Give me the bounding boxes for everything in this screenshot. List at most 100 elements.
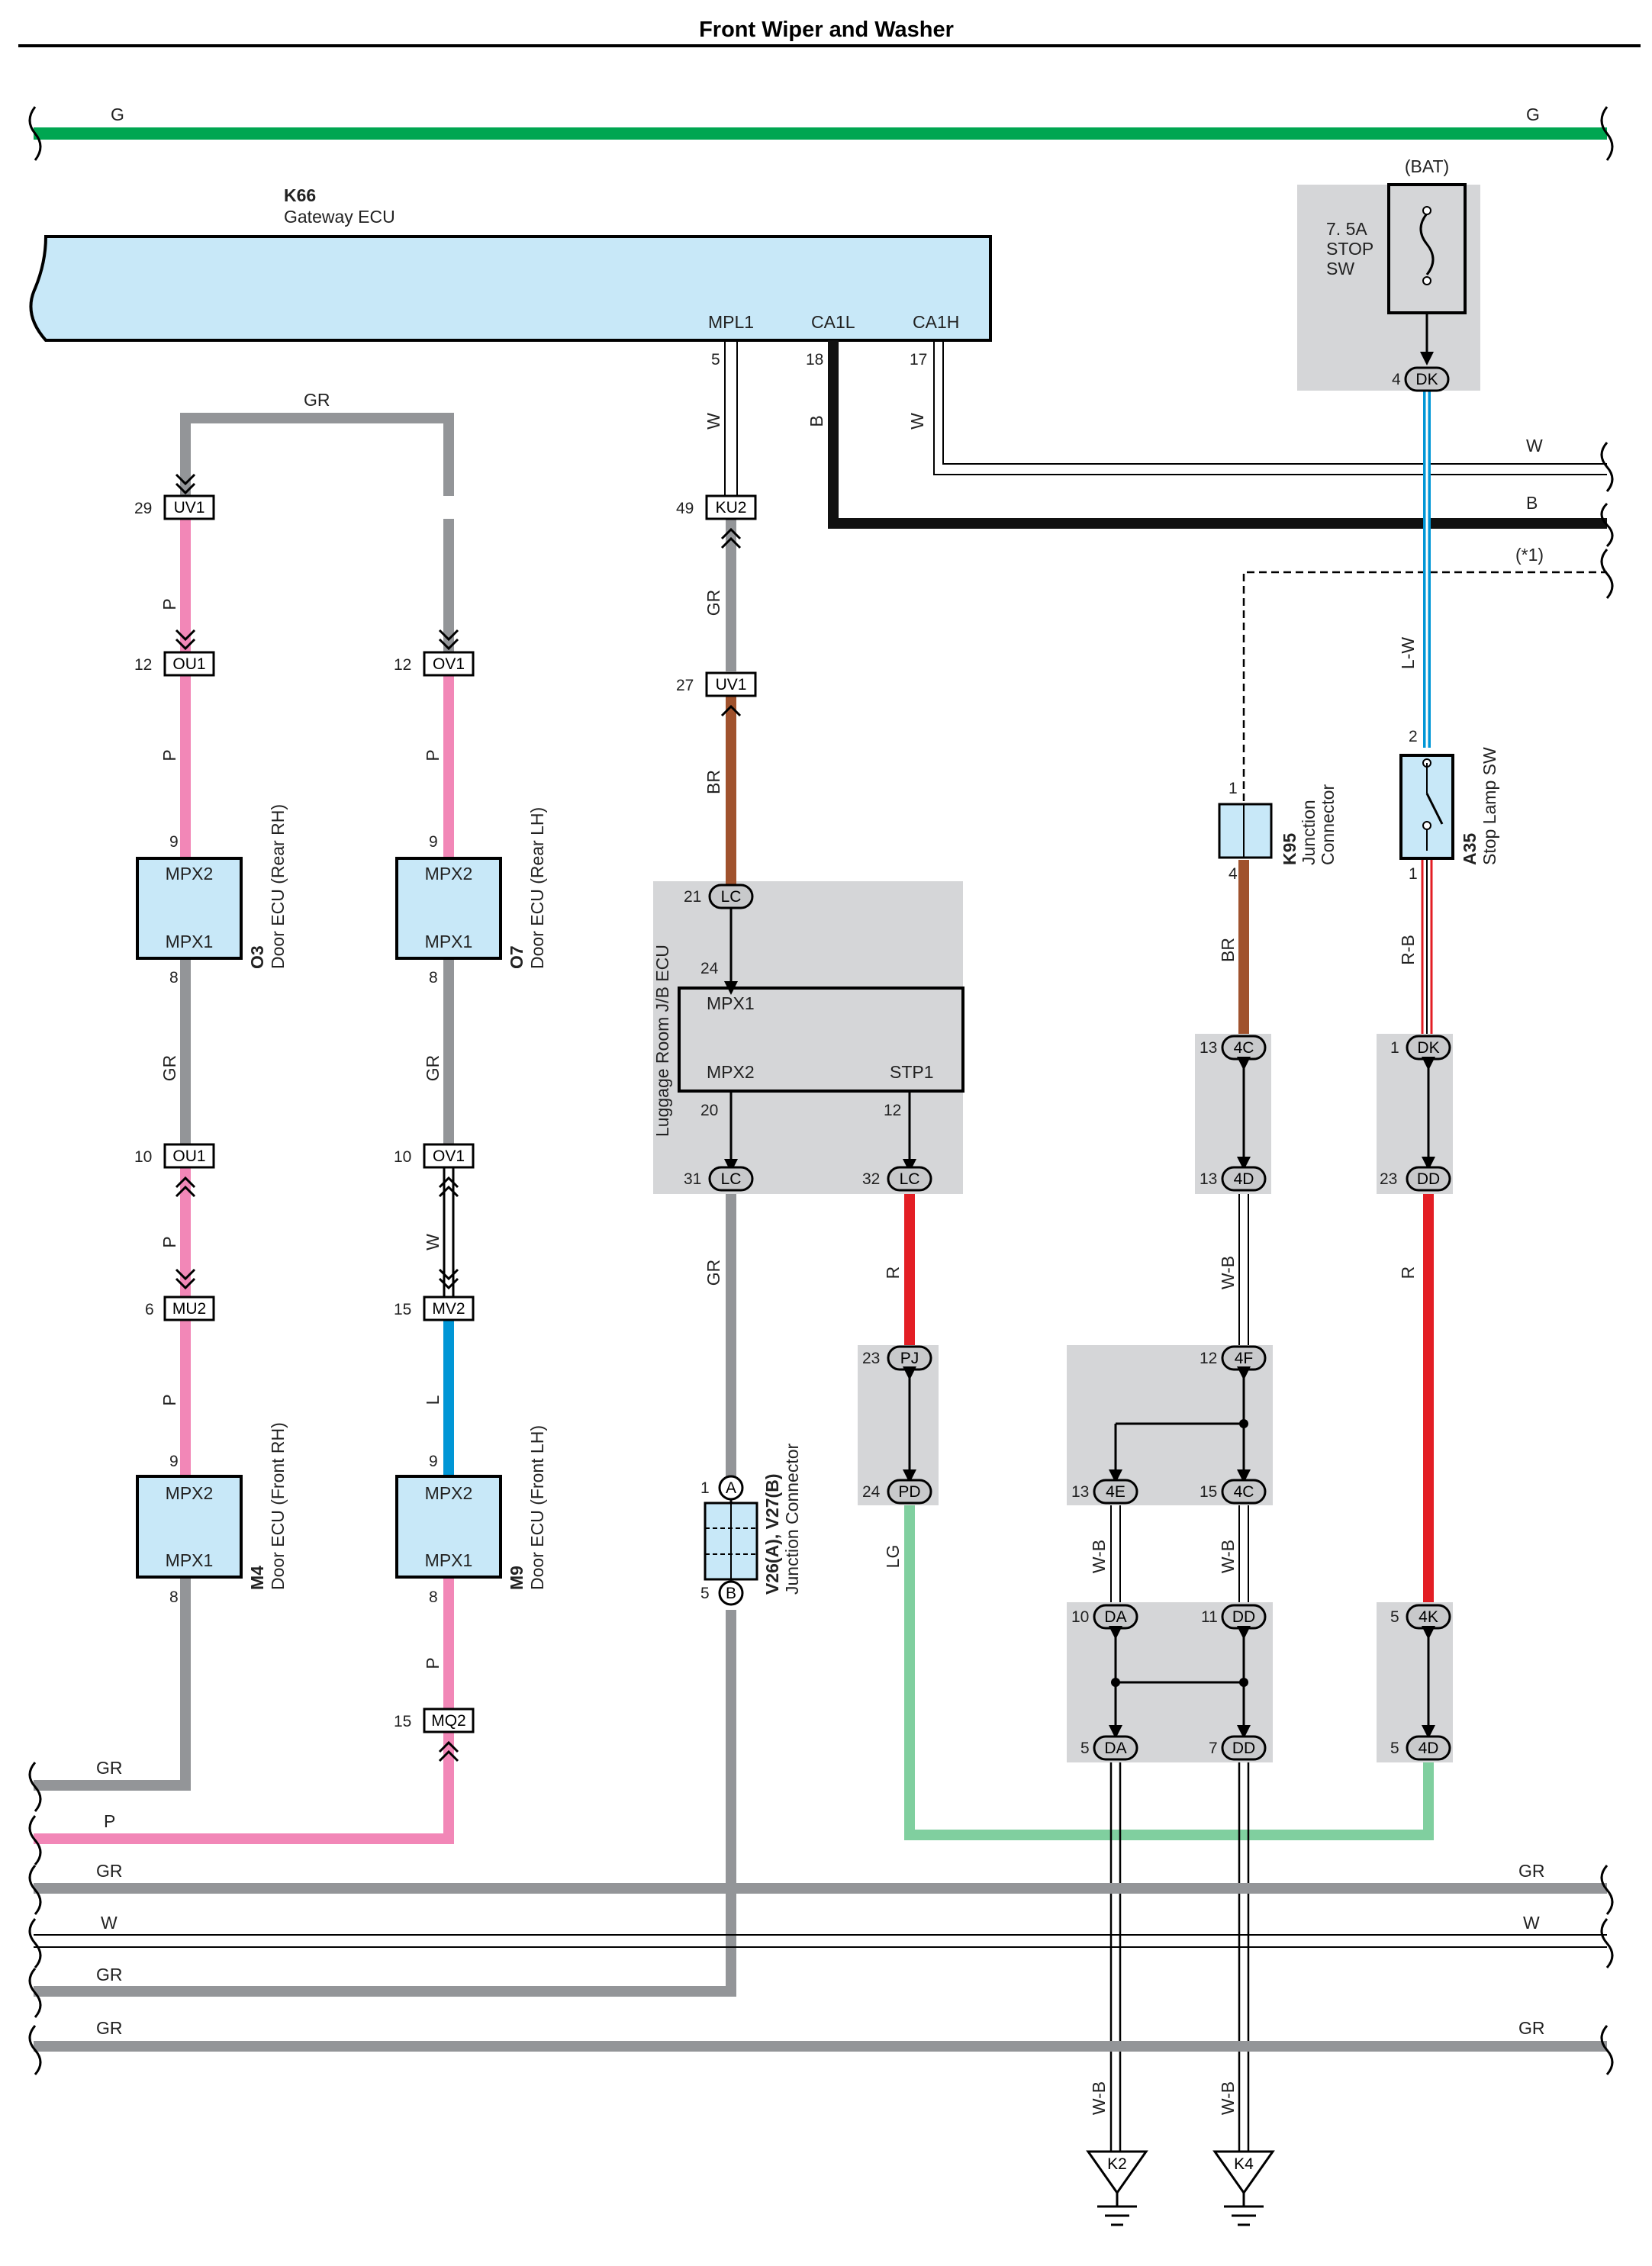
ecu-code: O3 bbox=[247, 945, 267, 969]
connector-name: DD bbox=[1232, 1608, 1255, 1626]
wires bbox=[34, 340, 1607, 2159]
jc-name: Junction bbox=[1299, 800, 1319, 865]
switch-name: Stop Lamp SW bbox=[1480, 747, 1499, 865]
wire-label-b: B bbox=[807, 415, 826, 426]
ecu-name: Door ECU (Rear RH) bbox=[268, 804, 288, 969]
wire-label-gr: GR bbox=[704, 1260, 723, 1286]
stop-lamp-switch: 2 1 A35 Stop Lamp SW bbox=[1399, 728, 1499, 883]
ecu-name: Door ECU (Rear LH) bbox=[527, 807, 547, 969]
fuse-name-2: SW bbox=[1326, 259, 1354, 278]
ground-name: K4 bbox=[1234, 2155, 1254, 2173]
pin-number: 13 bbox=[1071, 1483, 1089, 1501]
connector-name: DD bbox=[1232, 1740, 1255, 1757]
ecu-terminal: MPX1 bbox=[425, 1550, 473, 1570]
connector-name: 4F bbox=[1235, 1350, 1254, 1367]
jc-name: Junction Connector bbox=[782, 1443, 802, 1595]
door-ecu-rear-lh: MPX2 MPX1 9 8 O7 Door ECU (Rear LH) bbox=[395, 807, 547, 987]
pin-number: 9 bbox=[429, 833, 438, 851]
ecu-terminal: MPX1 bbox=[425, 932, 473, 951]
wire-label-wb: W-B bbox=[1218, 2081, 1238, 2115]
gateway-ecu: K66 Gateway ECU MPL1 CA1L CA1H 5 18 17 bbox=[29, 185, 992, 369]
wire-label-gr: GR bbox=[423, 1055, 443, 1082]
pin-number: 12 bbox=[1200, 1350, 1217, 1367]
ground-k2-icon: K2 bbox=[1086, 2150, 1148, 2226]
inline-connector-mv2: MV2 15 bbox=[394, 1268, 475, 1321]
connector-name: OV1 bbox=[433, 655, 465, 673]
pin-number: 8 bbox=[169, 969, 179, 987]
ecu-terminal: MPX2 bbox=[166, 864, 214, 884]
jc-code: V26(A), V27(B) bbox=[762, 1474, 782, 1595]
connector-name: OV1 bbox=[433, 1147, 465, 1165]
pin-number: 15 bbox=[394, 1713, 411, 1730]
w-bus-right-label: W bbox=[1526, 436, 1543, 455]
jb-connector-4c-4d: 4C 13 4D 13 bbox=[1200, 1035, 1267, 1192]
luggage-ecu-stp1: STP1 bbox=[890, 1062, 934, 1082]
inline-connector-ov1: OV1 12 bbox=[394, 629, 475, 677]
pin-number: 9 bbox=[169, 833, 179, 851]
pin-number: 8 bbox=[429, 1588, 438, 1606]
pin-number: 27 bbox=[676, 677, 694, 694]
vertical-wire-labels: P P P GR GR P W P L P W B W GR BR GR R L… bbox=[159, 413, 1418, 2115]
connector-name: OU1 bbox=[172, 655, 205, 673]
pin-number: 29 bbox=[134, 500, 152, 517]
bus2-left-label: W bbox=[101, 1913, 118, 1933]
wire-label-gr: GR bbox=[159, 1055, 179, 1082]
wire-label-lg: LG bbox=[883, 1545, 903, 1569]
pin-number: 24 bbox=[862, 1483, 881, 1501]
pin-number: 1 bbox=[1409, 865, 1418, 883]
wire-label-p: P bbox=[159, 1236, 179, 1247]
bus1-left-label: GR bbox=[96, 1861, 123, 1881]
connector-name: 4C bbox=[1234, 1039, 1254, 1057]
pin-number: 8 bbox=[429, 969, 438, 987]
pin-number: 12 bbox=[884, 1102, 901, 1119]
jb-connector-dk-dd: DK 1 DD 23 bbox=[1380, 1035, 1451, 1192]
wire-label-p: P bbox=[423, 1657, 443, 1669]
jb-connector-pj-pd: PJ 23 PD 24 bbox=[862, 1345, 932, 1505]
ecu-terminal: MPX1 bbox=[166, 932, 214, 951]
junction-connector-v26-v27: A 1 B 5 V26(A), V27(B) Junction Connecto… bbox=[700, 1443, 802, 1606]
page-title: Front Wiper and Washer bbox=[699, 18, 954, 42]
jb-connector-dk-top: DK 4 bbox=[1392, 336, 1450, 392]
connector-name: PD bbox=[898, 1483, 920, 1501]
inline-connector-mq2: MQ2 15 bbox=[394, 1708, 475, 1762]
jb-connector-4k-4d: 4K 5 4D 5 bbox=[1390, 1604, 1451, 1761]
ecu-code: O7 bbox=[507, 945, 527, 969]
g-left-label: G bbox=[111, 105, 124, 124]
pin-number: 1 bbox=[1390, 1039, 1399, 1057]
g-right-label: G bbox=[1526, 105, 1540, 124]
connector-name: 4K bbox=[1419, 1608, 1438, 1626]
connector-name: OU1 bbox=[172, 1147, 205, 1165]
switch-code: A35 bbox=[1460, 833, 1480, 865]
gr-top-label: GR bbox=[304, 390, 330, 410]
wire-label-w: W bbox=[704, 413, 723, 430]
wire-label-wb: W-B bbox=[1218, 1256, 1238, 1289]
pin-number: 5 bbox=[1390, 1740, 1399, 1757]
connector-name: 4C bbox=[1234, 1483, 1254, 1501]
wire-label-w: W bbox=[907, 413, 927, 430]
bus4-left-label: GR bbox=[96, 2018, 123, 2038]
left-p-label: P bbox=[104, 1811, 115, 1831]
ecu-terminal: MPX2 bbox=[166, 1483, 214, 1503]
gateway-pin-5: 5 bbox=[711, 351, 720, 369]
connector-name: DA bbox=[1104, 1740, 1126, 1757]
pin-number: 5 bbox=[700, 1585, 710, 1602]
left-gr-label: GR bbox=[96, 1758, 123, 1778]
wire-label-wb: W-B bbox=[1089, 2081, 1109, 2115]
ground-name: K2 bbox=[1107, 2155, 1127, 2173]
pin-number: 49 bbox=[676, 500, 694, 517]
connector-name: UV1 bbox=[716, 676, 747, 694]
connector-name: DD bbox=[1417, 1170, 1440, 1188]
wire-label-gr: GR bbox=[704, 590, 723, 616]
grounds: K2 K4 bbox=[1086, 2150, 1275, 2226]
luggage-room-jb-ecu: Luggage Room J/B ECU MPX1 MPX2 STP1 24 2… bbox=[652, 884, 964, 1192]
break-marks bbox=[28, 442, 1614, 2075]
gateway-code: K66 bbox=[284, 185, 316, 205]
wire-label-rb: R-B bbox=[1398, 935, 1418, 965]
pin-number: 13 bbox=[1200, 1170, 1217, 1188]
wire-label-br: BR bbox=[704, 770, 723, 794]
connector-name: 4D bbox=[1234, 1170, 1254, 1188]
wire-label-br: BR bbox=[1218, 938, 1238, 962]
wire-label-r: R bbox=[1398, 1267, 1418, 1279]
wire-label-wb: W-B bbox=[1089, 1540, 1109, 1573]
ecu-terminal: MPX2 bbox=[425, 864, 473, 884]
